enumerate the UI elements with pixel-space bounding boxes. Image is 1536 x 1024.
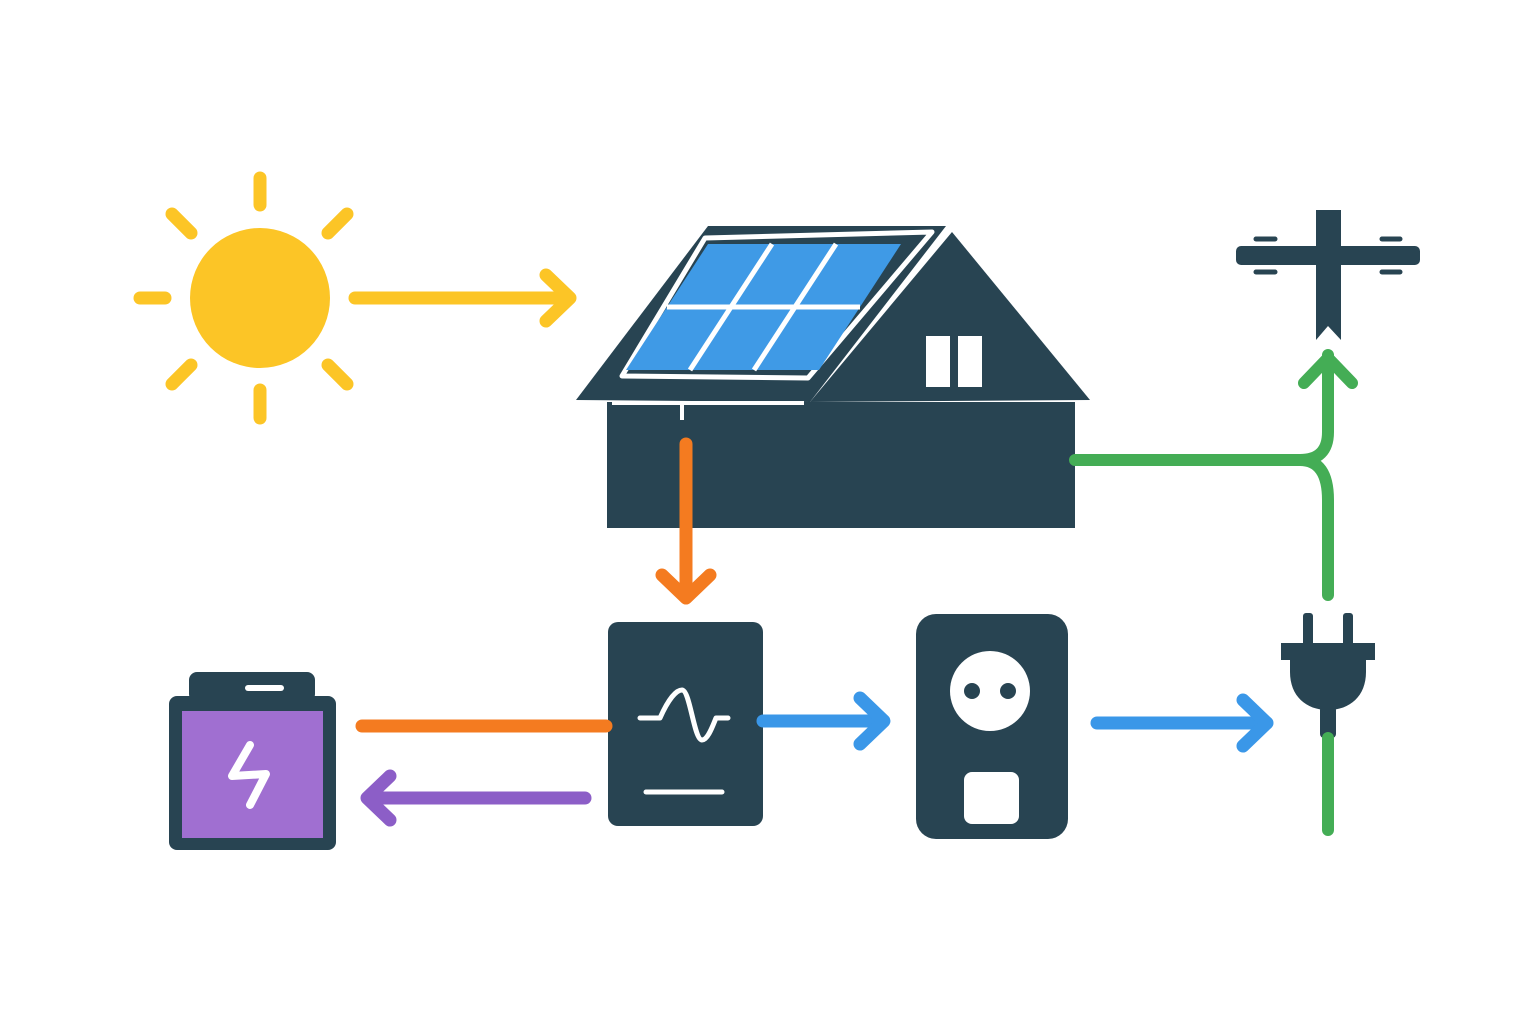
inverter-icon [608, 622, 763, 826]
utility-pole-icon [1236, 210, 1420, 340]
plug-body [1281, 643, 1375, 710]
outlet-socket [950, 651, 1030, 731]
inverter-body [608, 622, 763, 826]
solar-panel-frame [619, 229, 935, 381]
sunlight-arrow [348, 268, 577, 328]
outlet-pin-hole [1000, 683, 1016, 699]
battery-icon [169, 672, 336, 850]
outlet-switch [964, 772, 1019, 824]
sun-icon [133, 171, 354, 425]
ac-arrow-to-outlet [756, 691, 891, 751]
solar-panel-grid [667, 242, 860, 372]
battery-return-arrow [360, 769, 592, 827]
dc-arrow-to-inverter [655, 437, 717, 605]
ac-arrow-to-plug [1090, 693, 1274, 753]
house-with-solar-panels-icon [576, 226, 1090, 528]
plug-prong [1343, 613, 1353, 647]
power-outlet-icon [916, 614, 1068, 839]
lightning-bolt-icon [228, 741, 270, 809]
sun-disc [190, 228, 330, 368]
sun-rays [133, 171, 354, 425]
grid-export-line [1069, 349, 1358, 601]
power-plug-icon [1281, 613, 1375, 836]
ac-wave-symbol [637, 687, 731, 743]
outlet-pin-hole [964, 683, 980, 699]
house-body [607, 402, 1075, 528]
house-window [926, 336, 982, 387]
house-gable [810, 232, 1090, 402]
pole-insulators [1253, 236, 1403, 275]
plug-prong [1303, 613, 1313, 647]
pole-post [1316, 210, 1341, 340]
plug-cable-neck [1320, 706, 1336, 738]
